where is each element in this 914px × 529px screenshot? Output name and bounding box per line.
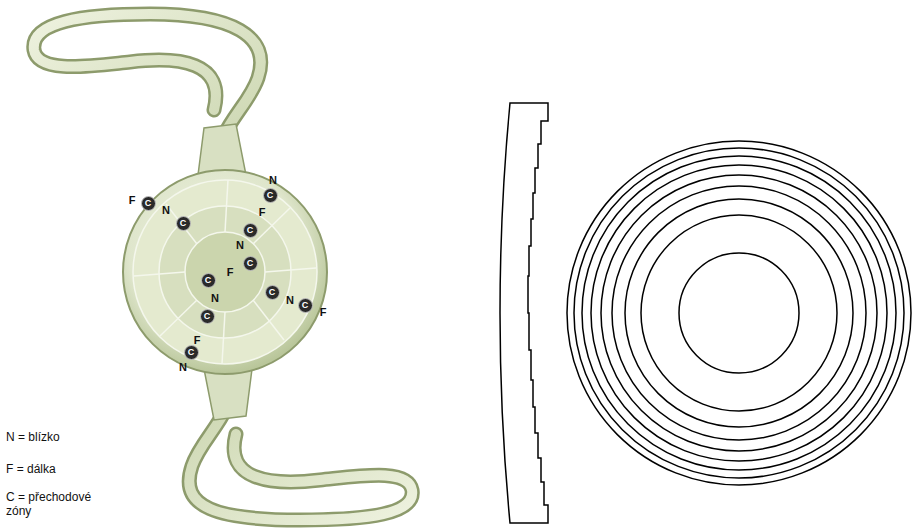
zone-letter: N — [179, 361, 187, 373]
zone-letter: C — [204, 312, 211, 321]
ring — [625, 199, 853, 427]
key-text: F = dálka — [6, 462, 56, 476]
zone-letter: C — [188, 348, 195, 357]
transition-zone-marker: C — [141, 196, 156, 211]
ring — [641, 215, 837, 411]
lens-profile — [500, 103, 548, 523]
transition-zone-marker: C — [243, 256, 258, 271]
key-text: C = přechodové zóny — [6, 490, 96, 518]
zone-letter: C — [247, 259, 254, 268]
zone-letter: N — [269, 174, 277, 186]
zone-letter: C — [180, 219, 187, 228]
optic — [123, 170, 327, 374]
ring — [601, 175, 877, 451]
zone-letter: F — [320, 306, 327, 318]
zone-letter: N — [211, 292, 219, 304]
zone-letter: F — [227, 266, 234, 278]
zone-letter: C — [205, 276, 212, 285]
zone-letter: N — [286, 294, 294, 306]
zone-letter: F — [194, 334, 201, 346]
zone-letter: F — [259, 206, 266, 218]
diffractive-rings — [567, 141, 911, 485]
transition-zone-marker: C — [184, 345, 199, 360]
haptic — [189, 369, 412, 520]
ring — [582, 156, 896, 470]
zone-letter: F — [129, 194, 136, 206]
ring — [679, 253, 799, 373]
ring — [612, 186, 866, 440]
transition-zone-marker: C — [200, 309, 215, 324]
haptic — [34, 14, 261, 175]
transition-zone-marker: C — [263, 188, 278, 203]
ring — [591, 165, 887, 461]
transition-zone-marker: C — [265, 285, 280, 300]
ring — [574, 148, 904, 478]
transition-zone-marker: C — [176, 216, 191, 231]
key-text: N = blízko — [6, 430, 60, 444]
zone-letter: N — [162, 204, 170, 216]
transition-zone-marker: C — [201, 273, 216, 288]
transition-zone-marker: C — [243, 223, 258, 238]
zone-letter: C — [267, 191, 274, 200]
transition-zone-marker: C — [298, 298, 313, 313]
zone-letter: C — [269, 288, 276, 297]
zone-letter: C — [247, 226, 254, 235]
ring — [567, 141, 911, 485]
zone-letter: C — [302, 301, 309, 310]
zone-letter: C — [145, 199, 152, 208]
zone-letter: N — [236, 239, 244, 251]
